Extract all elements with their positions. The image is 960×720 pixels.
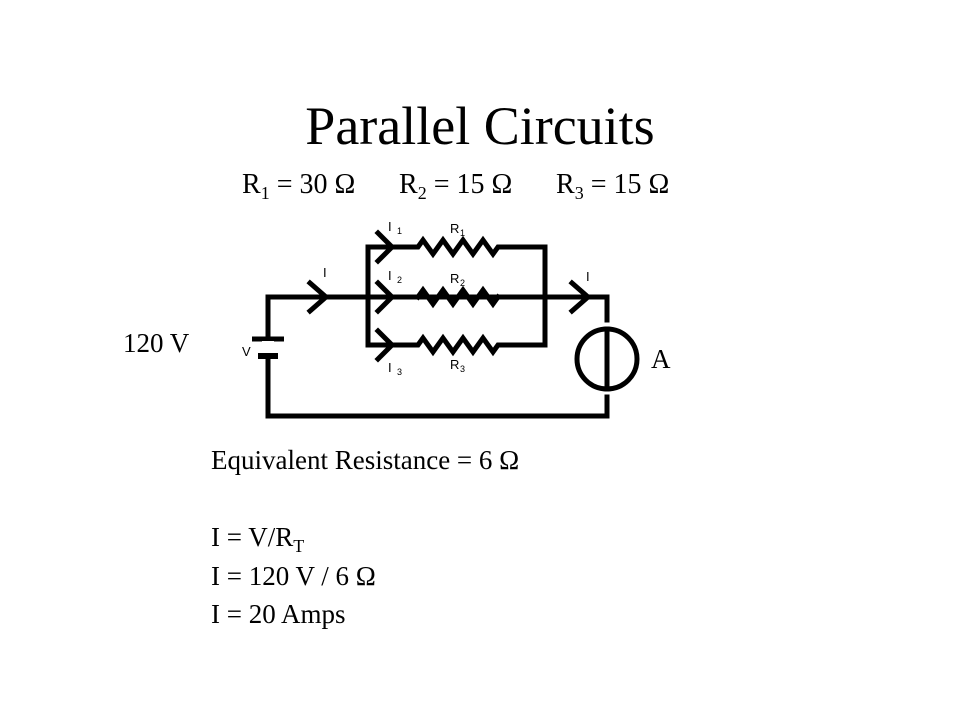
- label-r1: R: [450, 221, 459, 236]
- label-r2: R: [450, 271, 459, 286]
- label-i-main: I: [323, 265, 327, 280]
- formula-ohms-law: I = V/RT: [211, 521, 304, 556]
- r1-symbol: R: [242, 169, 261, 200]
- arrow-i2: [374, 279, 396, 315]
- branch-r2: [414, 285, 502, 309]
- r2-subscript: 2: [417, 183, 427, 203]
- formula-1-subscript: T: [293, 536, 305, 556]
- label-r3-sub: 3: [460, 364, 465, 374]
- r3-subscript: 3: [574, 183, 584, 203]
- branch-r1: [365, 235, 548, 259]
- arrow-i3: [374, 327, 396, 363]
- label-i3: I: [388, 360, 392, 375]
- label-i1-sub: 1: [397, 226, 402, 236]
- formula-result: I = 20 Amps: [211, 599, 346, 629]
- label-i3-sub: 3: [397, 367, 402, 377]
- resistor-1-value: R1 = 30 Ω: [242, 168, 355, 204]
- formula-substitution: I = 120 V / 6 Ω: [211, 561, 376, 591]
- label-i2: I: [388, 268, 392, 283]
- r1-value: = 30 Ω: [269, 169, 356, 200]
- branch-r3: [365, 333, 548, 357]
- equivalent-resistance: Equivalent Resistance = 6 Ω: [211, 445, 520, 475]
- arrow-main-current: [306, 279, 330, 315]
- label-i1: I: [388, 219, 392, 234]
- voltage-label: 120 V: [123, 328, 190, 358]
- arrow-out-current: [568, 279, 592, 315]
- r2-value: = 15 Ω: [426, 169, 513, 200]
- label-r2-sub: 2: [460, 278, 465, 288]
- formula-1-main: I = V/R: [211, 522, 294, 552]
- r3-symbol: R: [556, 169, 575, 200]
- resistor-2-value: R2 = 15 Ω: [399, 168, 512, 204]
- r3-value: = 15 Ω: [583, 169, 670, 200]
- slide-title: Parallel Circuits: [305, 96, 655, 156]
- label-r1-sub: 1: [460, 228, 465, 238]
- label-v: V: [242, 344, 251, 359]
- ammeter-label: A: [651, 344, 671, 374]
- battery-gap: [262, 341, 274, 353]
- r1-subscript: 1: [260, 183, 270, 203]
- wire-bottom: [265, 365, 610, 419]
- label-i-out: I: [586, 269, 590, 284]
- label-r3: R: [450, 357, 459, 372]
- label-i2-sub: 2: [397, 275, 402, 285]
- r2-symbol: R: [399, 169, 418, 200]
- arrow-i1: [374, 229, 396, 265]
- resistor-3-value: R3 = 15 Ω: [556, 168, 669, 204]
